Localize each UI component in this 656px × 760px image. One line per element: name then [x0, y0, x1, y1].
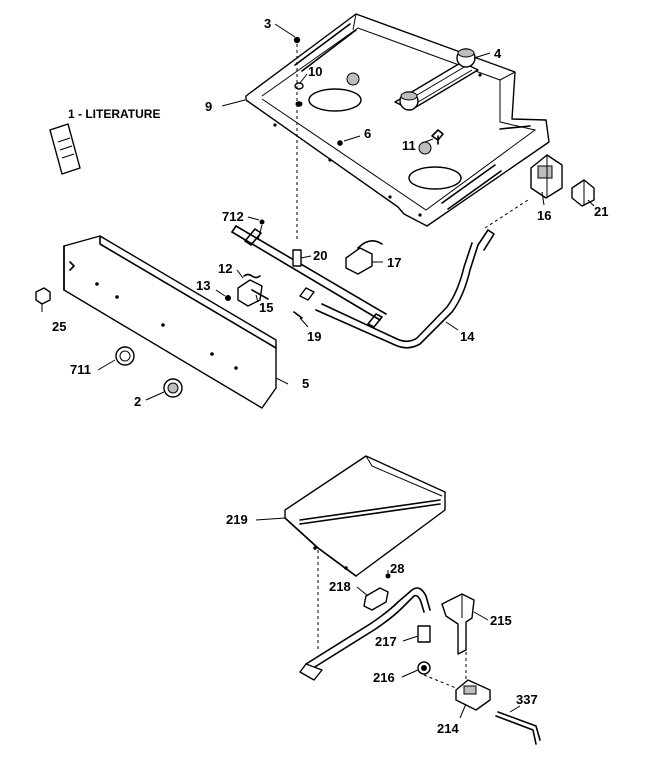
label-part-19: 19: [307, 329, 321, 344]
label-part-712: 712: [222, 209, 244, 224]
fitting-part-20: [292, 249, 302, 267]
label-part-3: 3: [264, 16, 271, 31]
label-part-1: 1 - LITERATURE: [68, 107, 160, 121]
label-part-13: 13: [196, 278, 210, 293]
guide-line: [423, 674, 457, 689]
bezel-part-711: [115, 346, 135, 366]
screw-part-3: [293, 36, 301, 44]
clip-part-19: [293, 287, 315, 319]
switch-part-16: [530, 154, 563, 199]
label-part-14: 14: [460, 329, 475, 344]
screw-part-28: [385, 573, 391, 579]
label-part-21: 21: [594, 204, 608, 219]
label-part-9: 9: [205, 99, 212, 114]
guide-line: [484, 199, 529, 229]
broil-shield-part-219: [284, 455, 446, 577]
orifice-part-218: [363, 587, 389, 611]
callout-labels: 1 - LITERATURE 3 4 9 10 6 11 16 21 712 2…: [52, 16, 608, 736]
label-part-16: 16: [537, 208, 551, 223]
literature-part-1: [49, 123, 81, 175]
label-part-15: 15: [259, 300, 273, 315]
valve-part-15: [237, 279, 269, 307]
clip-part-11: [431, 129, 444, 145]
control-panel-part-5: [63, 235, 277, 409]
label-part-216: 216: [373, 670, 395, 685]
label-part-10: 10: [308, 64, 322, 79]
rod-part-337: [495, 711, 541, 745]
manifold-pipe: [231, 225, 387, 328]
label-part-215: 215: [490, 613, 512, 628]
label-part-25: 25: [52, 319, 66, 334]
igniter-part-214: [455, 679, 491, 711]
lower-burner-pipe: [299, 587, 431, 681]
leader-lines: [41, 23, 595, 719]
grommet-part-216: [417, 661, 431, 675]
washer-part-13: [225, 295, 231, 301]
label-part-214: 214: [437, 721, 459, 736]
label-part-2: 2: [134, 394, 141, 409]
label-part-28: 28: [390, 561, 404, 576]
label-part-219: 219: [226, 512, 248, 527]
label-part-337: 337: [516, 692, 538, 707]
label-part-6: 6: [364, 126, 371, 141]
screw-part-712: [257, 219, 265, 241]
knob-part-2: [163, 378, 183, 398]
label-part-711: 711: [70, 362, 91, 377]
label-part-4: 4: [494, 46, 502, 61]
clip-part-25: [35, 287, 51, 305]
label-part-218: 218: [329, 579, 351, 594]
label-part-12: 12: [218, 261, 232, 276]
label-part-5: 5: [302, 376, 309, 391]
spring-part-12: [243, 273, 261, 279]
igniter-part-17: [345, 240, 383, 275]
connector-part-21: [571, 179, 595, 207]
label-part-20: 20: [313, 248, 327, 263]
screw-part-6: [337, 140, 343, 146]
label-part-217: 217: [375, 634, 397, 649]
label-part-11: 11: [402, 138, 416, 153]
bracket-part-217: [417, 625, 431, 643]
main-top-panel: [245, 13, 550, 227]
bracket-part-215: [441, 593, 475, 655]
gas-line-part-14: [315, 229, 495, 349]
label-part-17: 17: [387, 255, 401, 270]
